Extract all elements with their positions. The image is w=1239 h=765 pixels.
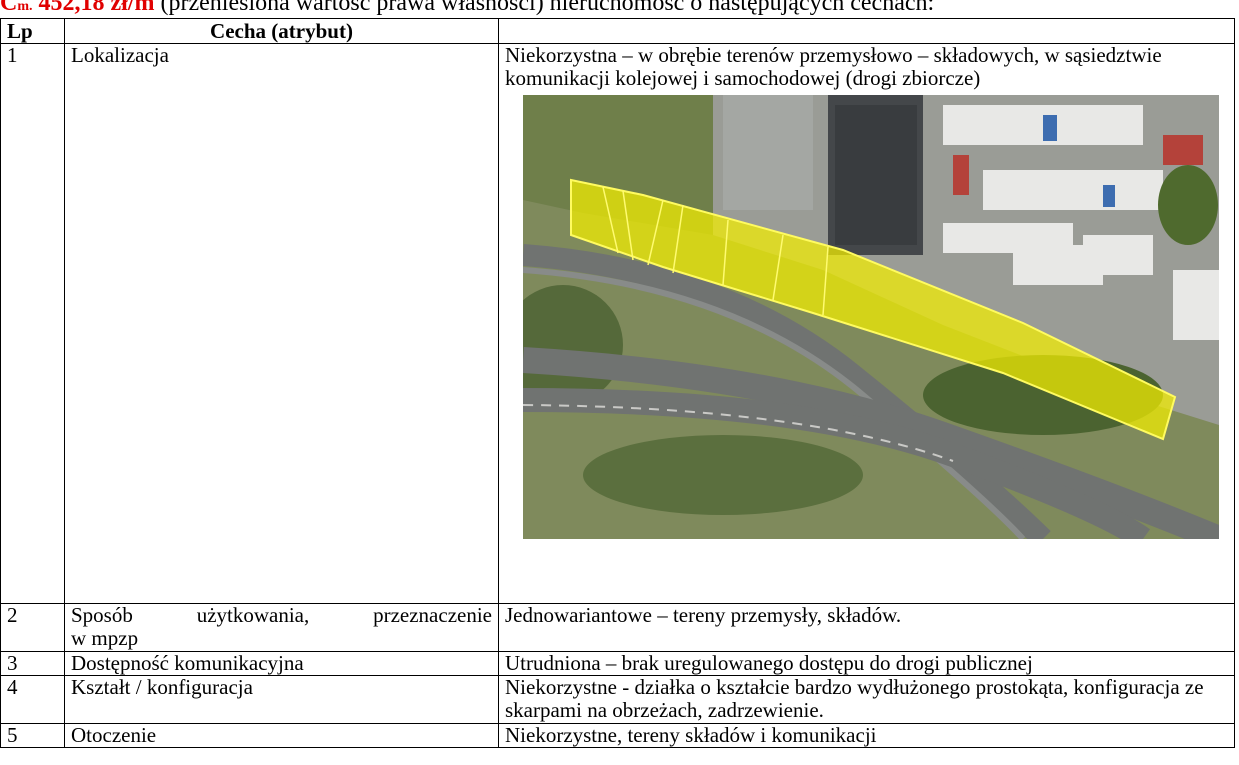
table-row: 1 Lokalizacja Niekorzystna – w obrębie t… [0,43,1235,604]
table-row: 3 Dostępność komunikacyjna Utrudniona – … [0,651,1235,676]
attribute-table: Lp Cecha (atrybut) 1 Lokalizacja Niekorz… [0,18,1235,748]
row-description: Jednowariantowe – tereny przemysły, skła… [498,603,1235,652]
table-row: 2 Sposób użytkowania, przeznaczenie w mp… [0,603,1235,652]
header-line: Cm. 452,18 zł/m (przeniesiona wartość pr… [0,0,1239,19]
row-feature: Sposób użytkowania, przeznaczenie [71,603,492,627]
table-row: 4 Kształt / konfiguracja Niekorzystne - … [0,675,1235,724]
row-feature: Lokalizacja [64,43,499,604]
row-lp: 2 [0,603,65,652]
table-row: 5 Otoczenie Niekorzystne, tereny składów… [0,723,1235,748]
row-description: Niekorzystne - działka o kształcie bardz… [498,675,1235,724]
row-lp: 3 [0,651,65,676]
row-description: Niekorzystna – w obrębie terenów przemys… [505,43,1162,90]
row-feature: Dostępność komunikacyjna [64,651,499,676]
row-description: Utrudniona – brak uregulowanego dostępu … [498,651,1235,676]
header-description [498,18,1235,44]
row-feature: Kształt / konfiguracja [64,675,499,724]
table-header-row: Lp Cecha (atrybut) [0,18,1235,44]
header-feature: Cecha (atrybut) [64,18,499,44]
header-value: 452,18 zł/m [38,0,155,16]
row-description: Niekorzystne, tereny składów i komunikac… [498,723,1235,748]
row-feature-cont: w mpzp [71,626,139,650]
row-lp: 5 [0,723,65,748]
row-lp: 1 [0,43,65,604]
row-feature-cell: Sposób użytkowania, przeznaczenie w mpzp [64,603,499,652]
row-lp: 4 [0,675,65,724]
header-symbol: C [0,0,18,16]
row-description-cell: Niekorzystna – w obrębie terenów przemys… [498,43,1235,604]
header-text: (przeniesiona wartość prawa własności) n… [154,0,935,16]
header-lp: Lp [0,18,65,44]
aerial-map-image [523,95,1219,539]
row-feature: Otoczenie [64,723,499,748]
